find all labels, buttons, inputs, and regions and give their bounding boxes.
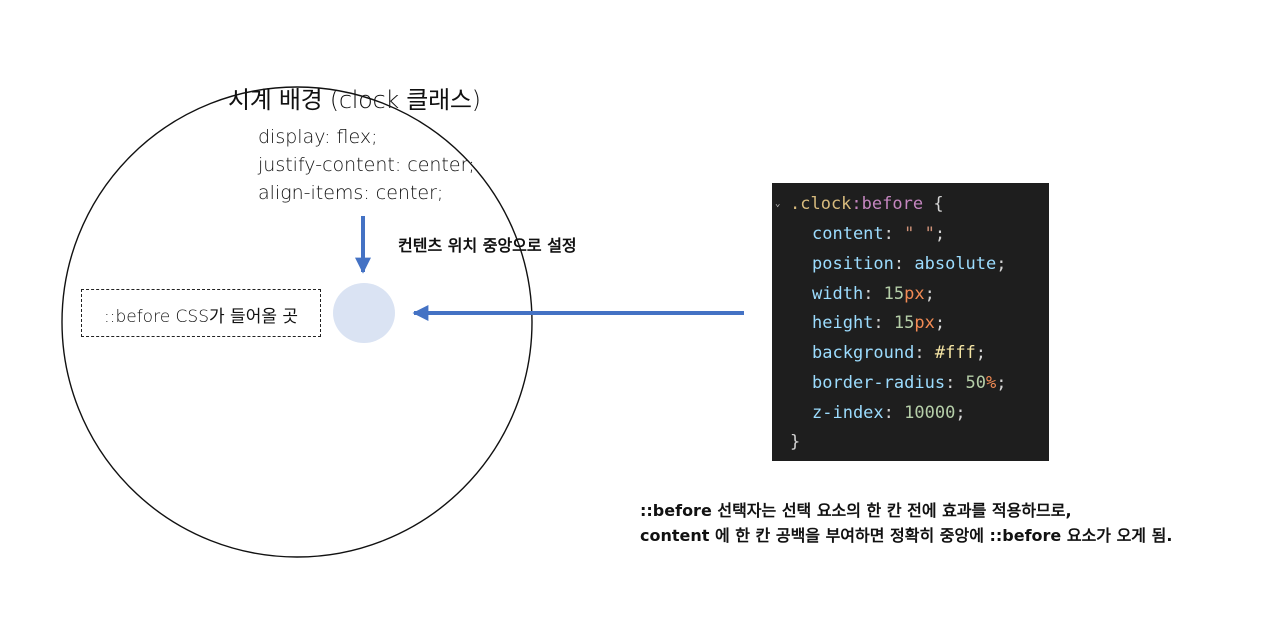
before-placeholder-box: ::before CSS가 들어올 곳: [81, 289, 321, 337]
code-colon: :: [873, 313, 894, 334]
code-value: #fff: [934, 343, 976, 364]
code-pseudo: :before: [851, 194, 924, 214]
center-note: 컨텐츠 위치 중앙으로 설정: [398, 236, 577, 255]
code-value: 10000: [904, 402, 956, 423]
code-selector: .clock: [790, 194, 852, 214]
code-colon: :: [914, 343, 935, 364]
code-property: width: [812, 283, 864, 304]
code-declaration-line: border-radius: 50%;: [812, 373, 1007, 393]
clock-css-line: align-items: center;: [258, 182, 444, 204]
code-declaration-line: z-index: 10000;: [812, 403, 966, 423]
code-unit: px: [904, 283, 925, 304]
clock-title: 시계 배경 (clock 클래스): [228, 86, 481, 114]
fold-chevron-icon: ⌄: [775, 199, 781, 209]
clock-css-line: display: flex;: [258, 126, 378, 148]
code-panel: ⌄ .clock:before { content: " ";position:…: [772, 183, 1049, 461]
explanation-line: ::before 선택자는 선택 요소의 한 칸 전에 효과를 적용하므로,: [640, 501, 1072, 520]
code-close-brace: }: [790, 432, 801, 452]
code-colon: :: [883, 224, 905, 244]
code-property: height: [812, 313, 874, 334]
code-property: border-radius: [812, 373, 946, 393]
code-semicolon: ;: [996, 253, 1007, 274]
before-placeholder-label: ::before CSS가 들어올 곳: [103, 307, 299, 327]
code-semicolon: ;: [934, 224, 946, 244]
code-semicolon: ;: [955, 402, 966, 423]
code-semicolon: ;: [996, 373, 1007, 393]
code-property: position: [812, 253, 894, 274]
code-declaration-line: content: " ";: [812, 224, 945, 244]
code-value: 15: [883, 283, 905, 304]
code-value: absolute: [914, 253, 997, 274]
code-selector-line: .clock:before {: [790, 194, 944, 214]
code-colon: :: [945, 373, 966, 393]
code-value: 50: [965, 373, 987, 393]
clock-css-line: justify-content: center;: [258, 154, 475, 176]
code-declaration-line: width: 15px;: [812, 284, 935, 304]
code-semicolon: ;: [924, 283, 935, 304]
code-value: 15: [893, 313, 915, 334]
code-colon: :: [883, 402, 905, 423]
code-property: background: [812, 343, 915, 364]
code-property: content: [812, 224, 884, 244]
code-colon: :: [893, 253, 915, 274]
code-property: z-index: [812, 402, 884, 423]
clock-circle: [61, 86, 533, 558]
code-unit: px: [914, 313, 935, 334]
center-dot: [333, 283, 395, 343]
code-unit: %: [986, 373, 997, 393]
code-value: " ": [904, 224, 935, 244]
explanation-line: content 에 한 칸 공백을 부여하면 정확히 중앙에 ::before …: [640, 526, 1173, 545]
code-declaration-line: height: 15px;: [812, 313, 945, 333]
code-declaration-line: background: #fff;: [812, 343, 986, 363]
code-semicolon: ;: [975, 343, 987, 364]
code-colon: :: [863, 283, 884, 304]
code-open-brace: {: [923, 194, 944, 214]
code-declaration-line: position: absolute;: [812, 254, 1007, 274]
code-semicolon: ;: [934, 313, 946, 334]
